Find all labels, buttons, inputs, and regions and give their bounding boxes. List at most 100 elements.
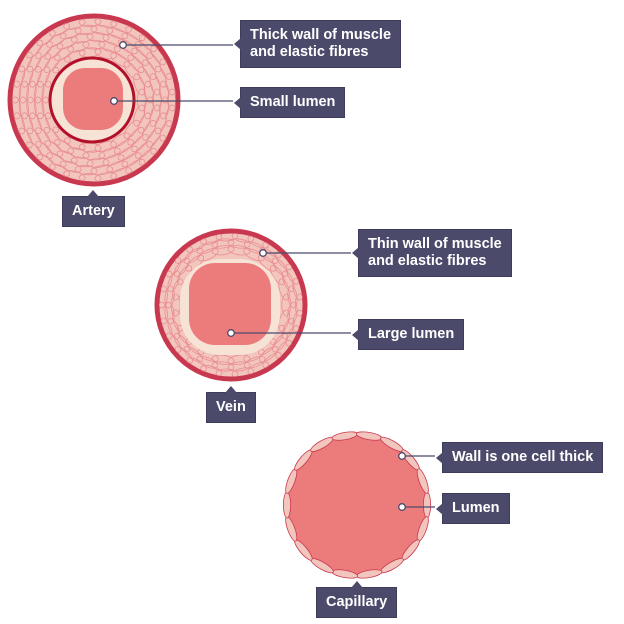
muscle-fibre xyxy=(149,104,161,127)
muscle-fibre xyxy=(74,24,98,35)
label-artery-wall: Thick wall of muscle and elastic fibres xyxy=(233,20,402,68)
muscle-fibre xyxy=(227,238,251,249)
muscle-fibre xyxy=(227,354,251,365)
artery xyxy=(7,13,181,187)
pointer-dot-icon xyxy=(398,452,406,460)
muscle-fibre xyxy=(167,270,181,292)
muscle-fibre xyxy=(272,257,289,277)
endothelial-cell xyxy=(416,468,429,494)
muscle-fibre xyxy=(102,154,125,166)
muscle-fibre xyxy=(117,145,138,161)
muscle-fibre xyxy=(133,104,146,127)
pointer-dot-icon xyxy=(259,249,267,257)
muscle-fibre xyxy=(159,285,168,309)
pointer-lines xyxy=(114,44,435,508)
muscle-fibre xyxy=(29,112,42,134)
muscle-fibre xyxy=(146,127,162,148)
muscle-fibre xyxy=(35,41,53,59)
muscle-fibre xyxy=(146,52,162,73)
muscle-fibre xyxy=(123,61,140,81)
muscle-fibre xyxy=(215,233,239,242)
muscle-fibre xyxy=(154,65,167,88)
muscle-fibre xyxy=(110,132,131,148)
muscle-fibre xyxy=(86,157,110,168)
muscle-fibre xyxy=(215,368,239,377)
muscle-fibre xyxy=(281,293,292,317)
pointer-dots xyxy=(110,41,406,511)
muscle-fibre xyxy=(98,41,121,53)
muscle-fibre xyxy=(173,333,190,353)
muscle-fibre xyxy=(94,48,117,60)
muscle-fibre xyxy=(197,248,219,262)
muscle-fibre xyxy=(135,41,153,59)
endothelial-cell xyxy=(282,491,291,519)
muscle-fibre xyxy=(294,293,303,317)
capillary xyxy=(282,431,432,579)
muscle-fibre xyxy=(211,238,235,249)
vein xyxy=(154,228,308,382)
muscle-fibre xyxy=(272,333,289,353)
muscle-fibre xyxy=(34,80,45,104)
endothelial-cell xyxy=(423,491,432,519)
muscle-fibre xyxy=(37,112,51,134)
muscle-fibre xyxy=(137,66,151,88)
capillary-wall-cells xyxy=(282,431,432,579)
muscle-fibre xyxy=(127,54,145,73)
label-capillary-lumen: Lumen xyxy=(436,493,510,524)
muscle-fibre xyxy=(137,112,151,134)
muscle-fibre xyxy=(231,367,255,377)
muscle-fibre xyxy=(12,80,22,104)
muscle-fibre xyxy=(244,355,266,369)
muscle-fibre xyxy=(211,354,235,365)
muscle-fibre xyxy=(70,32,94,44)
vein-lumen xyxy=(189,263,271,345)
muscle-fibre xyxy=(131,47,149,66)
muscle-fibre xyxy=(231,233,255,243)
muscle-fibre xyxy=(37,66,51,88)
muscle-fibre xyxy=(281,270,295,292)
label-vein: Vein xyxy=(206,386,256,423)
muscle-fibre xyxy=(154,112,167,135)
pointer-dot-icon xyxy=(227,329,235,337)
pointer-dot-icon xyxy=(110,97,118,105)
muscle-fibre xyxy=(211,361,235,372)
muscle-fibre xyxy=(135,141,153,159)
muscle-fibre xyxy=(78,173,102,182)
muscle-fibre xyxy=(121,152,142,168)
muscle-fibre xyxy=(67,41,90,53)
muscle-fibre xyxy=(106,160,129,173)
muscle-fibre xyxy=(259,247,279,264)
muscle-fibre xyxy=(29,66,42,88)
muscle-fibre xyxy=(123,119,140,139)
muscle-fibre xyxy=(243,248,265,262)
muscle-fibre xyxy=(98,147,121,159)
muscle-fibre xyxy=(281,318,295,340)
muscle-fibre xyxy=(34,96,45,120)
muscle-fibre xyxy=(117,39,138,55)
muscle-fibre xyxy=(106,27,129,40)
muscle-fibre xyxy=(26,96,37,120)
muscle-fibre xyxy=(35,53,51,73)
muscle-fibre xyxy=(142,59,157,80)
muscle-fibre xyxy=(131,134,149,153)
muscle-fibre xyxy=(121,32,142,48)
muscle-fibre xyxy=(67,147,90,159)
label-vein-wall: Thin wall of muscle and elastic fibres xyxy=(352,229,512,277)
muscle-fibre xyxy=(74,165,98,176)
muscle-fibre xyxy=(12,96,22,120)
label-artery: Artery xyxy=(62,190,125,227)
muscle-fibre xyxy=(149,73,161,96)
muscle-fibre xyxy=(259,346,279,363)
muscle-fibre xyxy=(43,54,61,73)
label-artery-lumen: Small lumen xyxy=(233,87,346,118)
pointer-dot-icon xyxy=(119,41,127,49)
muscle-fibre xyxy=(110,52,131,68)
muscle-fibre xyxy=(211,245,235,256)
muscle-fibre xyxy=(18,96,29,120)
muscle-fibre xyxy=(90,24,114,35)
muscle-fibre xyxy=(35,141,53,159)
muscle-fibre xyxy=(164,301,175,325)
muscle-fibre xyxy=(21,112,34,135)
muscle-fibre xyxy=(258,254,277,272)
muscle-fibre xyxy=(26,127,42,148)
